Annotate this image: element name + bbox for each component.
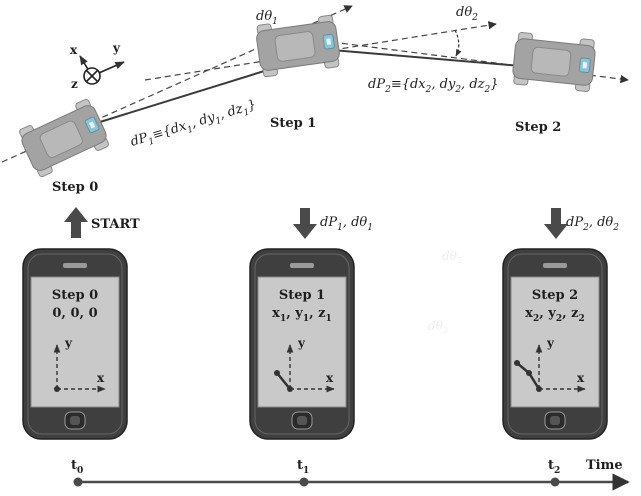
start-arrow-icon <box>64 207 88 238</box>
d-theta-2-label: dθ2 <box>456 5 478 23</box>
robot-step-2-label: Step 2 <box>515 120 561 135</box>
robot-step-2 <box>511 31 597 93</box>
robot-step-0 <box>16 97 112 179</box>
frame-x-label: x <box>70 43 78 57</box>
phone1-coords: x1, y1, z1 <box>272 306 332 324</box>
timeline-tick-t1: t1 <box>297 458 309 476</box>
phone1-step-label: Step 1 <box>279 288 325 303</box>
frame-z-label: z <box>71 77 78 91</box>
step1-input-arrow-icon <box>293 208 317 239</box>
phone1-axis-y: y <box>297 336 306 350</box>
phone0-axis-x: x <box>97 371 105 385</box>
d-theta-2-arc <box>454 29 462 57</box>
phone1-axis-x: x <box>326 371 334 385</box>
dp2-equation: dP2≡{dx2, dy2, dz2} <box>368 77 499 95</box>
phone2-step-label: Step 2 <box>532 288 578 303</box>
phone-step-1: Step 1 x1, y1, z1 y x <box>249 248 355 440</box>
robot-step-1 <box>254 14 342 78</box>
phone2-axis-y: y <box>546 336 555 350</box>
ghost-label-1: dθ2 <box>442 249 462 265</box>
d-theta-1-label: dθ1 <box>256 9 278 27</box>
timeline-axis-label: Time <box>586 458 623 473</box>
phone2-axis-x: x <box>577 371 585 385</box>
robot-step-0-label: Step 0 <box>52 180 98 195</box>
phone0-coords: 0, 0, 0 <box>52 306 97 321</box>
start-label: START <box>91 217 140 232</box>
timeline-tick-t2: t2 <box>548 458 560 476</box>
phone-step-0: Step 0 0, 0, 0 y x <box>22 248 128 440</box>
step1-input-label: dP1, dθ1 <box>320 215 373 233</box>
phone0-step-label: Step 0 <box>52 288 98 303</box>
dp1-equation: dP1≡{dx1, dy1, dz1} <box>129 97 259 152</box>
ghost-label-2: dθ2 <box>428 319 448 335</box>
frame-y-label: y <box>112 41 121 55</box>
timeline <box>73 473 630 491</box>
phone2-coords: x2, y2, z2 <box>525 306 585 324</box>
timeline-tick-t0: t0 <box>71 458 83 476</box>
coordinate-frame-icon <box>79 55 125 85</box>
robot-step-1-label: Step 1 <box>270 116 316 131</box>
phone0-axis-y: y <box>64 336 73 350</box>
step2-input-arrow-icon <box>544 208 568 239</box>
phone-step-2: Step 2 x2, y2, z2 y x <box>502 248 608 440</box>
step2-input-label: dP2, dθ2 <box>566 215 619 233</box>
